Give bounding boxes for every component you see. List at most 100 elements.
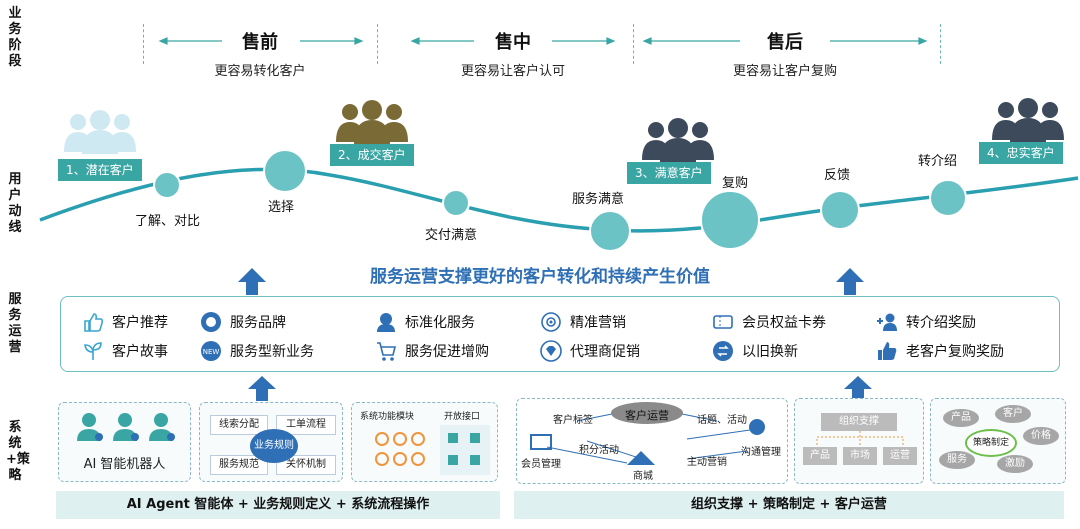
ops-node: 主动营销 [687, 457, 727, 468]
service-item: 服务促进增购 [375, 340, 489, 362]
org-panel: 组织支撑 产品 市场 运营 [794, 398, 924, 484]
add-user-icon [876, 311, 898, 333]
middle-title: 服务运营支撑更好的客户转化和持续产生价值 [370, 267, 710, 287]
stop-label: 交付满意 [425, 228, 478, 243]
bottom-bar-right: 组织支撑 + 策略制定 + 客户运营 [514, 491, 1064, 519]
stage-divider [633, 24, 634, 64]
ops-node: 沟通管理 [741, 447, 781, 458]
stage-title-presale: 售前 [242, 32, 278, 53]
modules-label: 系统功能模块 [360, 412, 415, 422]
service-item: 会员权益卡券 [712, 311, 826, 333]
stage-title-aftersale: 售后 [767, 32, 803, 53]
stage-title-insale: 售中 [495, 32, 531, 53]
exchange-icon [712, 340, 734, 362]
stop-label: 选择 [268, 200, 295, 215]
service-item: 老客户复购奖励 [876, 340, 1004, 362]
stop-label: 转介绍 [918, 154, 958, 169]
rule-item: 线索分配 [210, 415, 268, 435]
milestone-deal: 2、成交客户 [330, 144, 414, 166]
cart-icon [375, 340, 397, 362]
rule-item: 服务规范 [210, 455, 268, 475]
stop-label: 了解、对比 [135, 214, 201, 229]
diamond-icon [540, 340, 562, 362]
journey-stop-dot [820, 190, 860, 230]
ops-node: 话题、活动 [697, 415, 747, 426]
stage-subtitle-presale: 更容易转化客户 [214, 64, 306, 79]
journey-stop-dot [700, 190, 760, 250]
deal-customers-icon [336, 100, 408, 144]
robot-label: AI 智能机器人 [83, 457, 166, 472]
ops-center: 客户运营 [625, 409, 669, 422]
service-item: 转介绍奖励 [876, 311, 976, 333]
stop-label: 服务满意 [572, 192, 625, 207]
row-label-system: 系统+策略 [6, 420, 30, 483]
stop-label: 复购 [722, 176, 749, 191]
sprout-icon [82, 340, 104, 362]
ops-node: 客户标签 [553, 415, 593, 426]
service-item: NEW 服务型新业务 [200, 340, 314, 362]
org-lines [816, 431, 904, 445]
journey-stop-dot [929, 179, 967, 217]
up-arrows-top [238, 268, 864, 295]
strategy-panel: 产品 客户 价格 服务 激励 策略制定 [930, 398, 1066, 484]
org-top: 组织支撑 [821, 413, 897, 431]
service-item: 代理商促销 [540, 340, 640, 362]
rule-item: 关怀机制 [276, 455, 336, 475]
up-arrows-bottom [248, 376, 872, 401]
row-label-stage: 业务阶段 [8, 6, 22, 69]
journey-stop-dot [263, 149, 307, 193]
ops-node: 积分活动 [579, 445, 619, 456]
journey-stop-dot [153, 171, 181, 199]
strategy-node: 价格 [1023, 427, 1059, 445]
stage-divider [377, 24, 378, 64]
coupon-icon [712, 311, 734, 333]
strategy-node: 产品 [943, 409, 979, 427]
journey-stop-dot [589, 210, 631, 250]
modules-panel: 系统功能模块 开放接口 [351, 402, 498, 482]
ops-node: 商城 [633, 471, 653, 482]
rules-panel: 线索分配 工单流程 服务规范 关怀机制 业务规则 [199, 402, 343, 482]
like-icon [876, 340, 898, 362]
services-box [60, 296, 1060, 372]
org-item: 运营 [883, 447, 917, 465]
loyal-customers-icon [992, 98, 1064, 142]
robot-icons [77, 413, 175, 441]
milestone-loyal: 4、忠实客户 [979, 142, 1063, 164]
milestone-satisfied: 3、满意客户 [627, 162, 711, 184]
stage-divider [940, 24, 941, 64]
strategy-node: 服务 [939, 451, 975, 469]
new-badge-icon: NEW [200, 340, 222, 362]
brand-badge-icon [200, 311, 222, 333]
stage-arrows [158, 37, 928, 45]
row-label-journey: 用户动线 [8, 172, 22, 235]
api-label: 开放接口 [444, 412, 481, 422]
module-grid-icon [375, 432, 425, 466]
service-item: 服务品牌 [200, 311, 286, 333]
org-item: 市场 [843, 447, 877, 465]
org-item: 产品 [803, 447, 837, 465]
service-item: 客户故事 [82, 340, 168, 362]
ops-panel: 客户运营 客户标签 话题、活动 积分活动 会员管理 商城 主动营销 沟通管理 [516, 398, 788, 484]
strategy-node: 客户 [995, 405, 1031, 423]
row-label-service: 服务运营 [8, 292, 22, 355]
rule-item: 工单流程 [276, 415, 336, 435]
api-grid-icon [440, 425, 490, 475]
bottom-bar-left: AI Agent 智能体 + 业务规则定义 + 系统流程操作 [56, 491, 500, 519]
service-item: 客户推荐 [82, 311, 168, 333]
svg-text:NEW: NEW [203, 348, 220, 356]
strategy-center: 策略制定 [965, 429, 1017, 457]
thumbs-up-icon [82, 311, 104, 333]
stage-subtitle-aftersale: 更容易让客户复购 [732, 64, 837, 79]
potential-customers-icon [64, 110, 136, 154]
milestone-potential: 1、潜在客户 [58, 159, 142, 181]
service-item: 精准营销 [540, 311, 626, 333]
target-icon [540, 311, 562, 333]
service-item: 以旧换新 [712, 340, 798, 362]
service-item: 标准化服务 [375, 311, 475, 333]
satisfied-customers-icon [642, 118, 714, 162]
agent-icon [375, 311, 397, 333]
journey-stop-dot [442, 189, 470, 217]
stage-divider [143, 24, 144, 64]
ops-node: 会员管理 [521, 459, 561, 470]
stage-subtitle-insale: 更容易让客户认可 [460, 64, 565, 79]
